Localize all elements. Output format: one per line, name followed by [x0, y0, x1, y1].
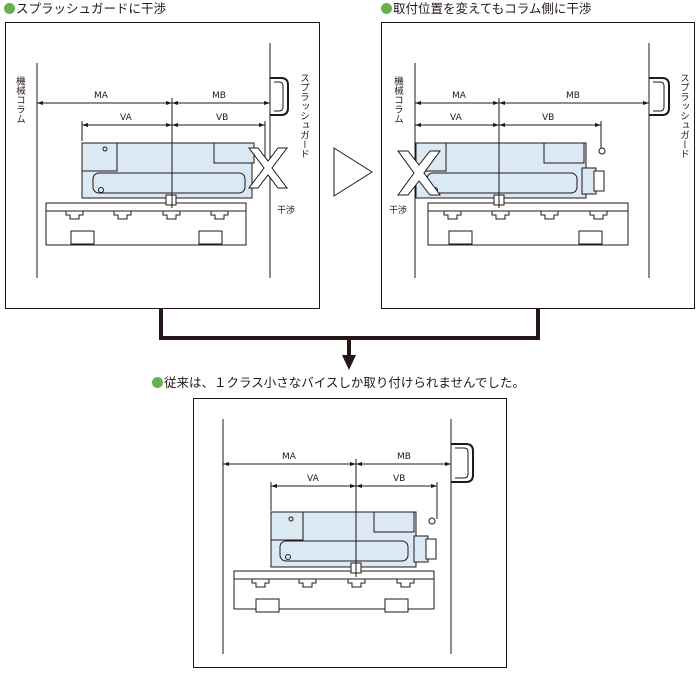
label-ma: MA: [94, 91, 108, 101]
label-va: VA: [307, 474, 319, 484]
interference-cross-icon: [248, 147, 288, 189]
caption-bottom: 従来は、１クラス小さなバイスしか取り付けられませんでした。: [152, 375, 525, 391]
label-vb: VB: [542, 113, 555, 123]
bullet-icon: [152, 377, 163, 388]
label-va: VA: [120, 113, 132, 123]
interference-cross-icon: [397, 150, 441, 196]
label-interference: 干渉: [277, 206, 296, 216]
caption-text: 従来は、１クラス小さなバイスしか取り付けられませんでした。: [164, 375, 525, 390]
panel-conventional-smaller-vise: MA MB VA VB: [193, 398, 507, 668]
bullet-icon: [381, 3, 392, 14]
label-vb: VB: [393, 474, 406, 484]
diagram-3: [222, 419, 474, 654]
down-arrow-icon: [342, 355, 356, 370]
panel-column-interference: MA MB VA VB 機械コラム スプラッシュガード 干渉: [381, 22, 695, 309]
label-column: 機械コラム: [14, 76, 25, 124]
caption-text: スプラッシュガードに干渉: [16, 1, 167, 16]
label-mb: MB: [397, 452, 411, 462]
diagram-1: [36, 43, 289, 278]
label-vb: VB: [216, 113, 229, 123]
panel-splash-guard-interference: MA MB VA VB 機械コラム スプラッシュガード 干渉: [5, 22, 320, 309]
label-ma: MA: [282, 452, 296, 462]
label-ma: MA: [452, 91, 466, 101]
diagram-2: [397, 43, 670, 278]
label-column: 機械コラム: [392, 76, 403, 124]
label-splash-guard: スプラッシュガード: [678, 73, 689, 159]
label-interference: 干渉: [389, 206, 408, 216]
caption-text: 取付位置を変えてもコラム側に干渉: [393, 1, 592, 16]
next-arrow-icon: [333, 147, 373, 197]
caption-top-left: スプラッシュガードに干渉: [4, 1, 166, 17]
label-va: VA: [450, 113, 462, 123]
label-splash-guard: スプラッシュガード: [298, 73, 309, 159]
caption-top-right: 取付位置を変えてもコラム側に干渉: [381, 1, 591, 17]
label-mb: MB: [212, 91, 226, 101]
label-mb: MB: [566, 91, 580, 101]
bullet-icon: [4, 3, 15, 14]
